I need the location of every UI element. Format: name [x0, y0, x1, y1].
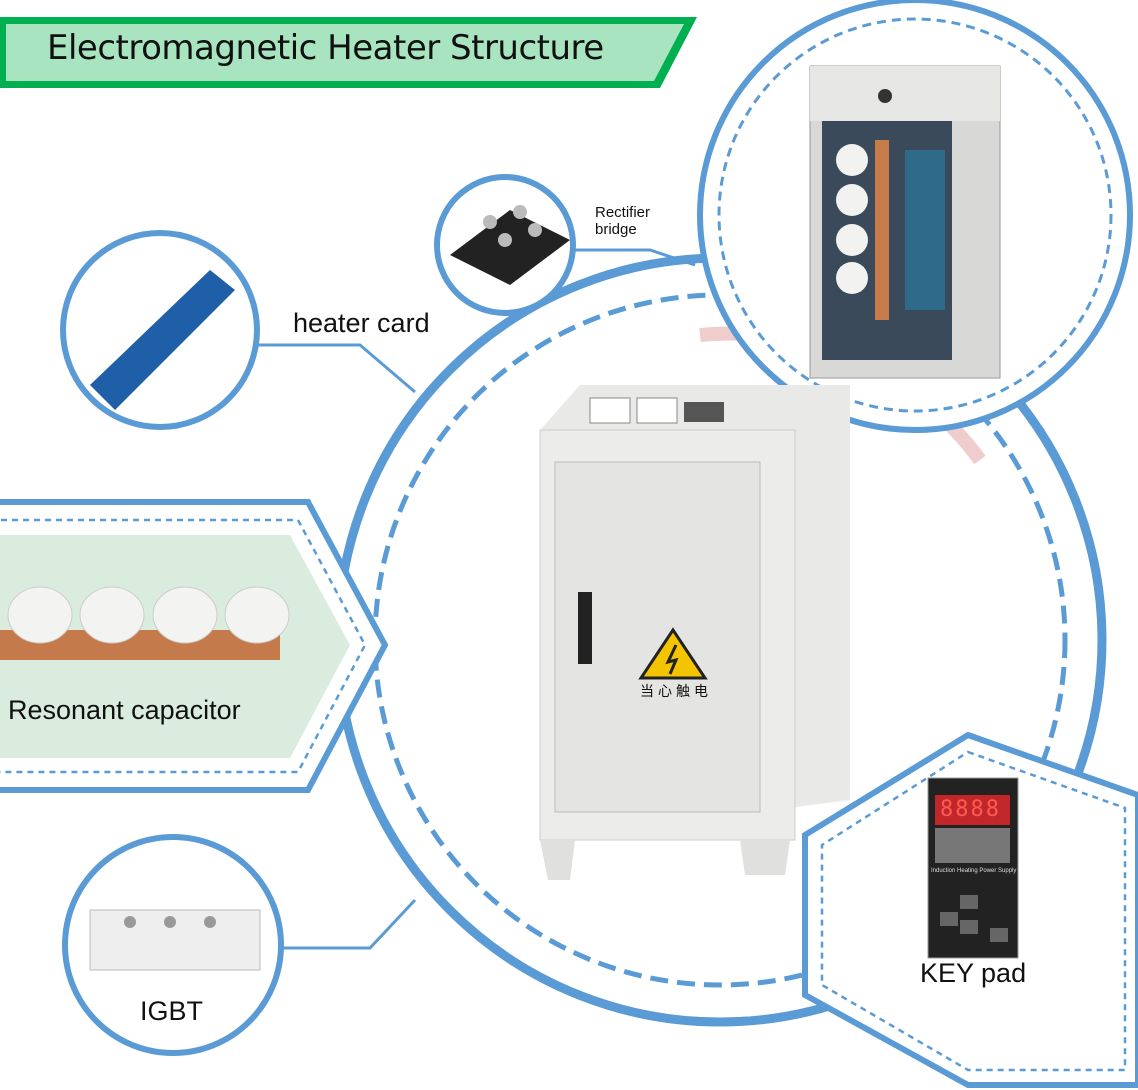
keypad-display: 8888 — [940, 797, 1001, 822]
rectifier-bridge-label: Rectifier bridge — [595, 204, 651, 238]
heater-card-label: heater card — [293, 308, 430, 338]
resonant-capacitor-label: Resonant capacitor — [8, 695, 241, 725]
heater-card-image — [90, 270, 235, 410]
keypad-caption: Induction Heating Power Supply — [931, 868, 1017, 874]
rectifier-bridge-image — [450, 205, 570, 285]
page-title: Electromagnetic Heater Structure — [47, 28, 604, 68]
cabinet-image — [539, 385, 850, 880]
key-pad-label: KEY pad — [920, 958, 1027, 988]
cabinet-interior-image — [809, 65, 1001, 379]
keypad-image — [927, 777, 1019, 959]
capacitor-image — [0, 586, 290, 660]
igbt-label: IGBT — [140, 996, 204, 1026]
igbt-image — [89, 909, 261, 971]
cabinet-warning-text: 当心触电 — [640, 684, 712, 700]
